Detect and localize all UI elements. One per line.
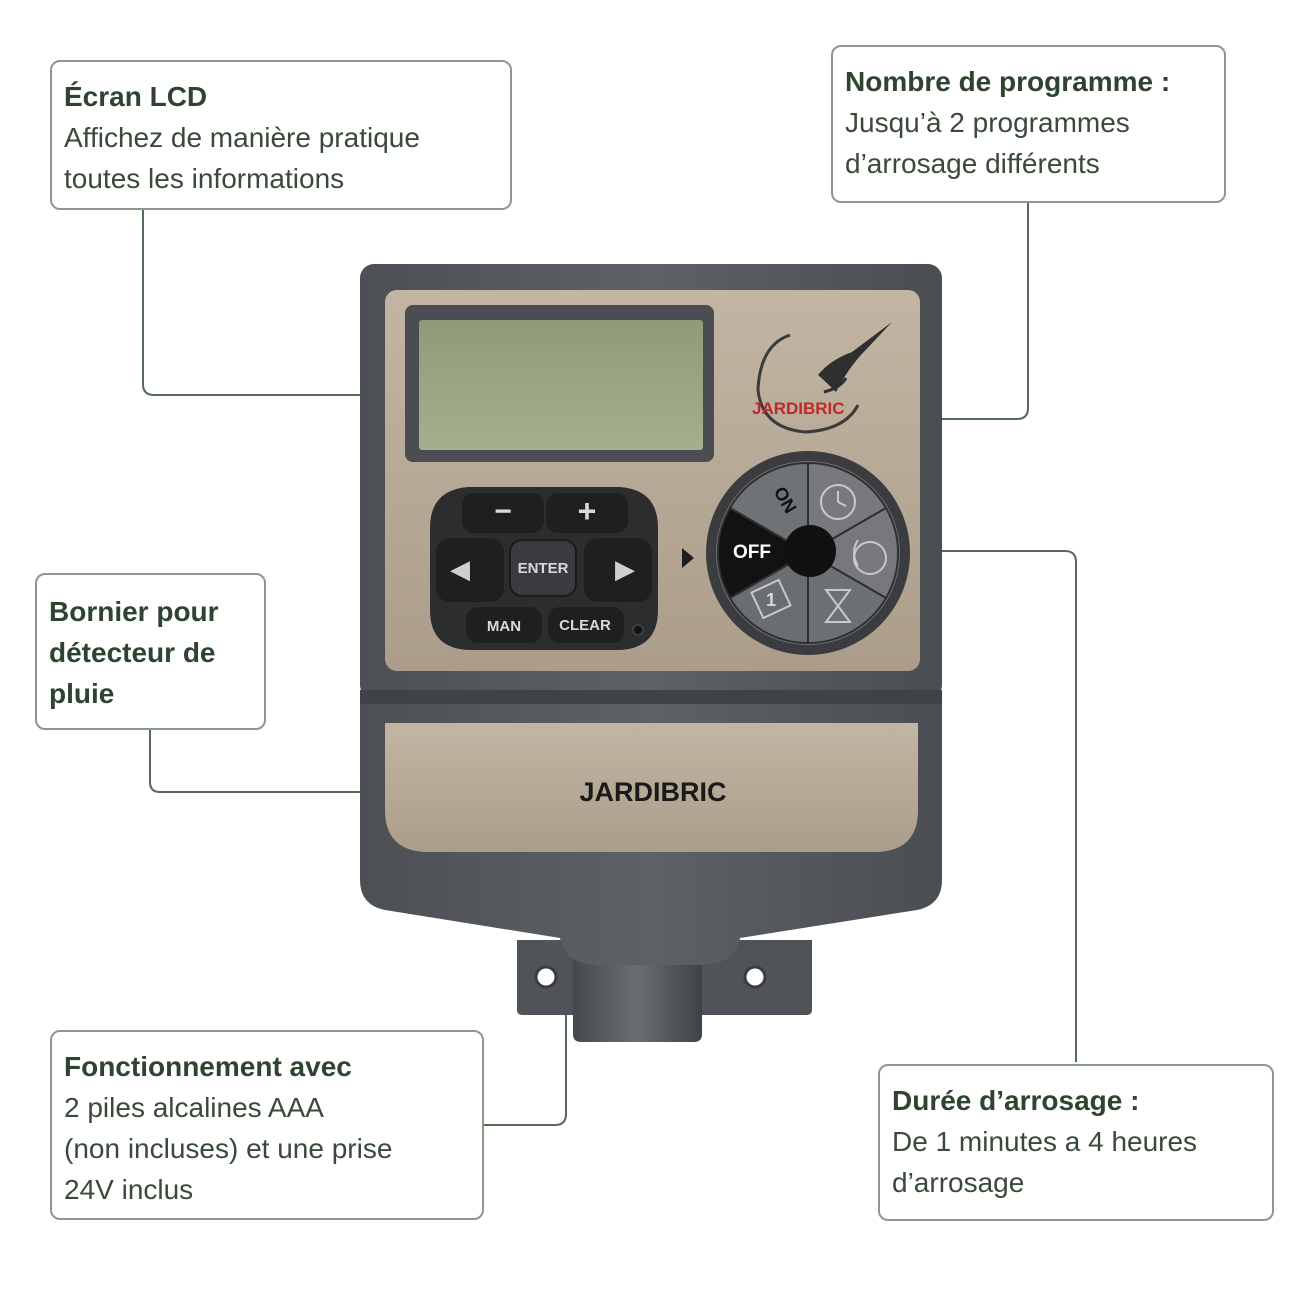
dial-pointer-icon: [682, 548, 694, 568]
left-arrow-button[interactable]: [436, 538, 504, 602]
callout-title: Écran LCD: [64, 81, 208, 112]
man-button[interactable]: [466, 607, 542, 643]
man-label: MAN: [487, 618, 521, 635]
callout-title: Nombre de programme :: [845, 66, 1171, 97]
plus-label: +: [578, 493, 597, 529]
dial-off-label: OFF: [733, 542, 771, 563]
right-arrow-button[interactable]: [584, 538, 652, 602]
callout-line: 24V inclus: [64, 1174, 194, 1205]
indicator-led: [632, 624, 644, 636]
right-arrow-icon: ▶: [615, 555, 635, 585]
screw-hole-right: [743, 965, 767, 989]
callout-line: Jusqu’à 2 programmes: [845, 107, 1130, 138]
hourglass-icon: [824, 589, 852, 623]
callout-line: De 1 minutes a 4 heures: [892, 1126, 1198, 1157]
leader-duration: [813, 550, 1077, 1062]
screw-hole-left: [534, 965, 558, 989]
lcd-screen: [405, 305, 714, 462]
clock-moon-icon: [853, 539, 887, 575]
callout-power: Fonctionnement avec 2 piles alcalines AA…: [50, 1030, 484, 1220]
enter-button[interactable]: [509, 539, 577, 597]
lower-faceplate: [385, 723, 918, 852]
callout-line: (non incluses) et une prise: [64, 1133, 393, 1164]
callout-title: Fonctionnement avec: [64, 1051, 352, 1082]
callout-title: Durée d’arrosage :: [892, 1085, 1140, 1116]
clear-button[interactable]: [548, 607, 624, 643]
callout-lcd-screen: Écran LCD Affichez de manière pratique t…: [50, 60, 512, 210]
keypad: − + ◀ ENTER ▶ MAN CLEAR: [430, 487, 658, 650]
leader-power: [484, 826, 567, 1126]
callout-line: d’arrosage: [892, 1167, 1025, 1198]
mode-dial[interactable]: ON OFF 1: [706, 451, 910, 655]
jardibric-logo: JARDIBRIC: [752, 322, 892, 434]
callout-rain-sensor: Bornier pour détecteur de pluie: [35, 573, 266, 730]
minus-button[interactable]: [462, 493, 544, 533]
clear-label: CLEAR: [559, 617, 611, 634]
plus-button[interactable]: [546, 493, 628, 533]
calendar-day-number: 1: [766, 590, 776, 610]
minus-label: −: [494, 495, 512, 528]
heron-logo-icon: [756, 333, 860, 434]
callout-line: d’arrosage différents: [845, 148, 1100, 179]
callout-title: détecteur de: [49, 637, 216, 668]
logo-text: JARDIBRIC: [752, 399, 845, 418]
callout-line: 2 piles alcalines AAA: [64, 1092, 324, 1123]
clock-sun-icon: [820, 484, 856, 520]
callout-title: Bornier pour: [49, 596, 219, 627]
callout-duration: Durée d’arrosage : De 1 minutes a 4 heur…: [878, 1064, 1274, 1221]
callout-line: Affichez de manière pratique: [64, 122, 420, 153]
dial-center: [784, 525, 836, 577]
leader-rain: [149, 730, 433, 793]
calendar-icon: 1: [750, 578, 792, 620]
callout-line: toutes les informations: [64, 163, 345, 194]
callout-title: pluie: [49, 678, 115, 709]
enter-label: ENTER: [518, 560, 569, 577]
leader-programs: [901, 203, 1029, 420]
leader-lcd: [142, 210, 562, 396]
left-arrow-icon: ◀: [450, 555, 470, 585]
brand-label: JARDIBRIC: [579, 777, 726, 807]
callout-programs: Nombre de programme : Jusqu’à 2 programm…: [831, 45, 1226, 203]
